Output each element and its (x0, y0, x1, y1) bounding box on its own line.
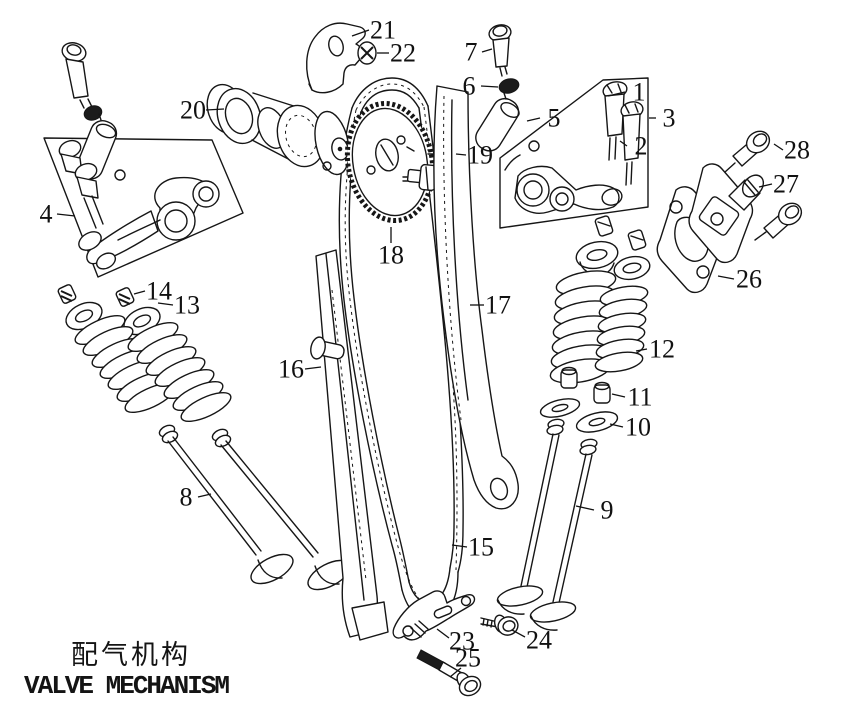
part-leader-24 (511, 629, 526, 638)
valves-left (158, 424, 351, 591)
bracket-bolt (480, 614, 519, 636)
part-label-18: 18 (378, 241, 404, 270)
valve-springs-left (70, 309, 236, 428)
tensioner-bracket (392, 590, 476, 641)
valve-cotters-right (594, 215, 647, 251)
part-label-10: 10 (625, 413, 651, 442)
valve-stem-seals (560, 366, 611, 404)
part-leader-4 (56, 213, 76, 217)
part-label-6: 6 (463, 72, 476, 101)
part-leader-21 (351, 29, 370, 37)
rocker-assembly-right (504, 154, 623, 214)
part-label-12: 12 (649, 335, 675, 364)
part-leader-25 (449, 667, 462, 678)
part-label-14: 14 (146, 277, 172, 306)
part-leader-19 (455, 153, 467, 156)
part-label-2: 2 (635, 132, 648, 161)
cam-chain-guide-plate (306, 22, 366, 94)
part-leader-10 (609, 423, 624, 428)
spring-seats (539, 398, 619, 433)
chain-tensioner-guide (310, 249, 389, 641)
guide-plate-screw (357, 41, 377, 65)
part-label-4: 4 (40, 200, 53, 229)
part-leader-23 (436, 628, 450, 639)
part-leader-26 (717, 275, 735, 280)
chain-guide (433, 85, 519, 510)
part-label-27: 27 (773, 170, 799, 199)
part-label-22: 22 (390, 39, 416, 68)
cam-sprocket (344, 100, 436, 224)
diagram-caption: 配气机构 VALVE MECHANISM (24, 640, 230, 702)
part-leader-13 (157, 302, 174, 306)
part-label-19: 19 (467, 141, 493, 170)
rocker-box-right (499, 77, 649, 229)
part-leader-15 (451, 544, 468, 548)
rocker-bolt-left (61, 42, 93, 109)
rocker-bolt-7 (488, 24, 512, 77)
part-label-11: 11 (627, 383, 652, 412)
part-label-13: 13 (174, 291, 200, 320)
part-label-9: 9 (601, 496, 614, 525)
spring-retainers-right (575, 240, 651, 281)
part-label-26: 26 (736, 265, 762, 294)
part-leader-12 (635, 348, 648, 352)
part-label-24: 24 (526, 626, 552, 655)
part-leader-5 (526, 117, 541, 122)
rocker-box-left (43, 137, 244, 278)
part-label-1: 1 (633, 78, 646, 107)
part-leader-1 (607, 91, 626, 97)
oring-6 (498, 78, 520, 94)
part-leader-9 (575, 505, 595, 511)
caption-english: VALVE MECHANISM (24, 671, 230, 701)
part-label-21: 21 (370, 16, 396, 45)
cam-chain-tensioner (688, 163, 765, 264)
part-leader-2 (619, 140, 628, 147)
part-label-7: 7 (465, 38, 478, 67)
valves-right (496, 418, 598, 631)
part-leader-14 (133, 290, 146, 295)
valve-adjuster-2 (620, 101, 644, 186)
caption-chinese: 配气机构 (71, 640, 191, 671)
part-leader-7 (481, 48, 493, 53)
part-label-16: 16 (278, 355, 304, 384)
valve-cotters-left (57, 284, 135, 307)
camshaft (206, 83, 350, 176)
rocker-assembly-left (58, 139, 220, 270)
part-leader-28 (773, 143, 784, 151)
part-label-25: 25 (455, 644, 481, 673)
part-leader-11 (611, 393, 626, 398)
part-label-17: 17 (485, 291, 511, 320)
long-bolt (416, 649, 482, 697)
part-label-15: 15 (468, 533, 494, 562)
part-label-28: 28 (784, 136, 810, 165)
part-leader-27 (758, 183, 773, 188)
part-leader-6 (480, 85, 499, 88)
part-label-20: 20 (180, 96, 206, 125)
part-label-8: 8 (180, 483, 193, 512)
part-leader-16 (304, 366, 322, 370)
part-label-5: 5 (548, 104, 561, 133)
valve-adjuster-1 (602, 81, 628, 161)
part-label-3: 3 (663, 104, 676, 133)
rocker-shaft-oring-left (83, 105, 103, 121)
tensioner-bolts (724, 130, 803, 241)
part-leader-8 (197, 493, 212, 498)
part-label-23: 23 (449, 627, 475, 656)
part-leader-20 (205, 108, 225, 111)
rocker-shaft-5 (475, 92, 540, 152)
